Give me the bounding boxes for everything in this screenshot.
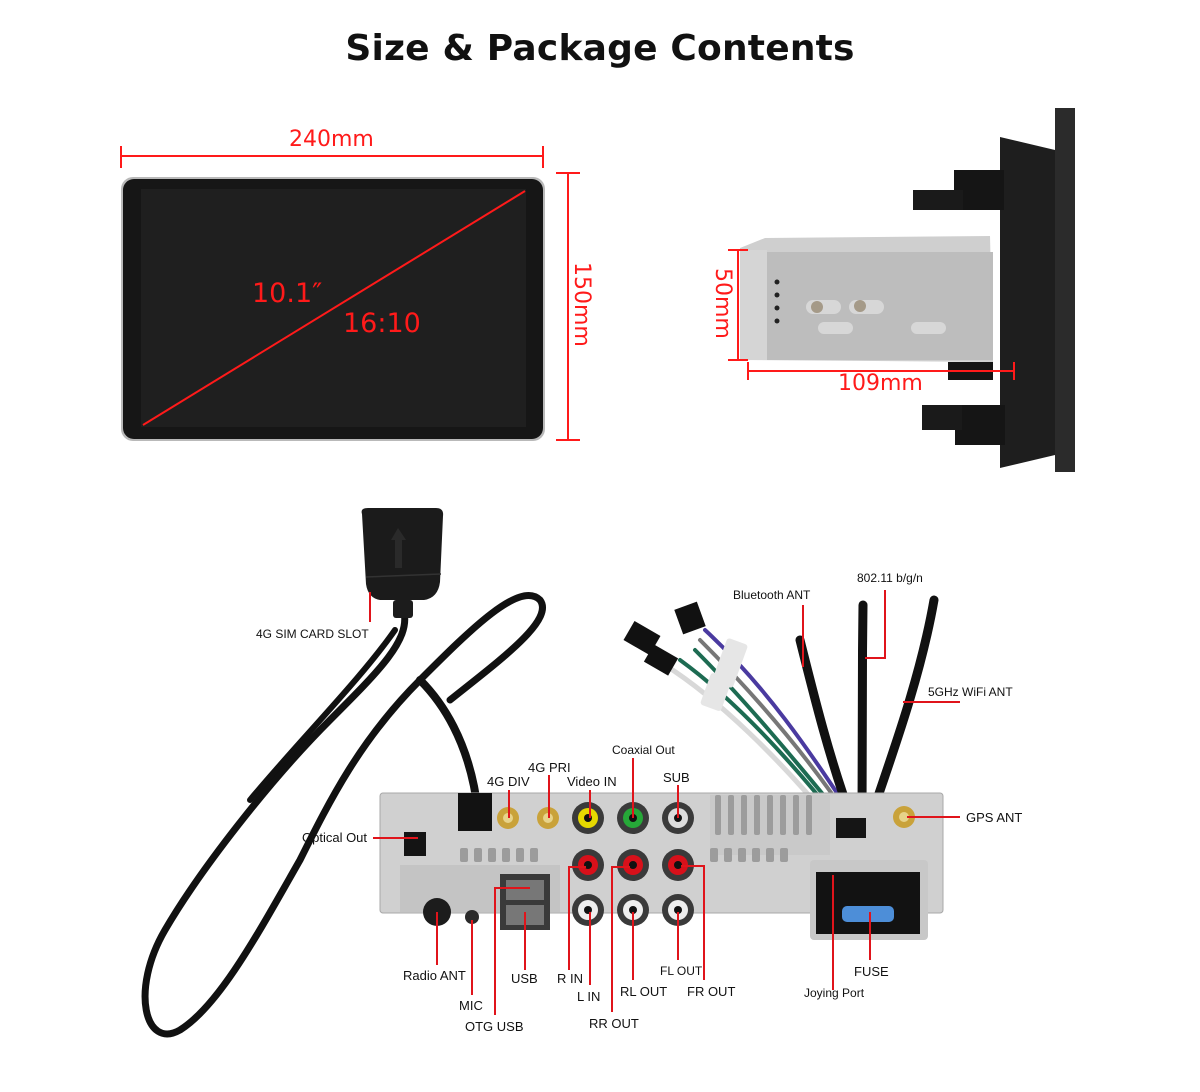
label-coaxial-out: Coaxial Out xyxy=(612,743,675,757)
label-fl-out: FL OUT xyxy=(660,964,703,978)
label-4g-div: 4G DIV xyxy=(487,774,530,789)
sim-cable xyxy=(141,592,546,1038)
depth-label: 109mm xyxy=(838,371,923,396)
label-mic: MIC xyxy=(459,998,483,1013)
front-width-label: 240mm xyxy=(289,127,374,152)
label-4g-pri: 4G PRI xyxy=(528,760,571,775)
label-l-in: L IN xyxy=(577,989,601,1004)
diagonal-line xyxy=(142,190,526,426)
front-height-label: 150mm xyxy=(569,262,594,347)
leader-lines xyxy=(369,590,960,1015)
label-r-in: R IN xyxy=(557,971,583,986)
optical-port xyxy=(404,832,426,856)
label-wifi-5ghz: 5GHz WiFi ANT xyxy=(928,685,1013,699)
harness-connectors xyxy=(623,601,748,711)
front-view xyxy=(120,146,580,441)
label-sim-card-slot: 4G SIM CARD SLOT xyxy=(256,627,369,641)
screw-icon xyxy=(811,301,823,313)
otg-usb-port xyxy=(506,880,544,900)
sim-card-holder xyxy=(361,508,444,618)
bezel-side xyxy=(1000,137,1055,468)
label-video-in: Video IN xyxy=(567,774,617,789)
label-rr-out: RR OUT xyxy=(589,1016,639,1031)
screw-icon xyxy=(854,300,866,312)
label-rl-out: RL OUT xyxy=(620,984,668,999)
label-radio-ant: Radio ANT xyxy=(403,968,466,983)
label-sub: SUB xyxy=(663,770,690,785)
label-bluetooth-ant: Bluetooth ANT xyxy=(733,588,811,602)
fuse xyxy=(842,906,894,922)
label-fuse: FUSE xyxy=(854,964,889,979)
label-optical-out: Optical Out xyxy=(302,830,368,845)
label-joying-port: Joying Port xyxy=(804,986,865,1000)
back-panel xyxy=(379,792,944,940)
diagonal-label: 10.1″ xyxy=(252,278,323,309)
label-usb: USB xyxy=(511,971,538,986)
chassis-height-label: 50mm xyxy=(710,268,735,339)
push-arrow-icon xyxy=(391,528,406,568)
label-wifi-24ghz: 802.11 b/g/n xyxy=(857,571,923,585)
label-otg-usb: OTG USB xyxy=(465,1019,524,1034)
label-gps-ant: GPS ANT xyxy=(966,810,1023,825)
aspect-ratio-label: 16:10 xyxy=(343,308,421,339)
mic-port xyxy=(465,910,479,924)
label-fr-out: FR OUT xyxy=(687,984,736,999)
page-title: Size & Package Contents xyxy=(345,28,855,69)
joying-port xyxy=(816,872,920,934)
side-view xyxy=(728,108,1075,472)
